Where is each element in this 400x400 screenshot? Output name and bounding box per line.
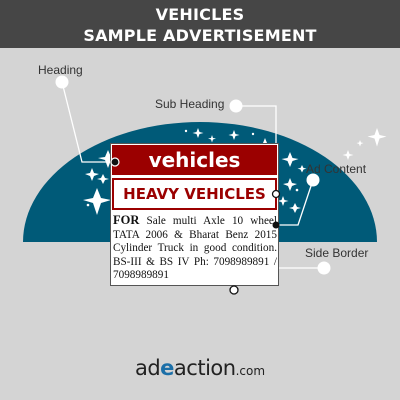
star-icon xyxy=(277,196,289,206)
callout-line-heading xyxy=(61,81,115,163)
star-dot xyxy=(86,203,90,207)
page-header: VEHICLES SAMPLE ADVERTISEMENT xyxy=(0,0,400,48)
callout-dot-side-border xyxy=(317,261,331,275)
star-icon xyxy=(208,135,216,143)
logo-mark-icon: e xyxy=(160,356,174,380)
ad-heading: vehicles xyxy=(112,145,277,175)
star-icon xyxy=(228,130,240,140)
marker-ad-content xyxy=(272,221,280,229)
marker-heading xyxy=(110,157,120,167)
callout-dot-sub-heading xyxy=(229,99,243,113)
callout-dots xyxy=(55,75,331,275)
star-icon xyxy=(85,168,99,181)
callout-label-sub-heading: Sub Heading xyxy=(155,97,225,111)
star-dot xyxy=(184,129,188,133)
header-title: VEHICLES xyxy=(155,5,245,24)
star-icon xyxy=(289,203,301,213)
callout-dot-ad-content xyxy=(306,173,320,187)
sample-ad: vehicles HEAVY VEHICLES FOR Sale multi A… xyxy=(110,143,279,286)
star-icon xyxy=(281,152,299,167)
adeaction-logo: adeaction.com xyxy=(0,356,400,380)
ad-content: FOR Sale multi Axle 10 wheel TATA 2006 &… xyxy=(113,213,277,283)
ad-sub-heading: HEAVY VEHICLES xyxy=(114,180,275,208)
marker-side-border xyxy=(229,285,239,295)
callout-label-ad-content: Ad Content xyxy=(306,162,367,176)
logo-domain: .com xyxy=(235,364,266,378)
star-icon xyxy=(342,150,354,160)
callout-label-heading: Heading xyxy=(38,63,83,77)
star-icon xyxy=(367,128,387,147)
star-dot xyxy=(251,132,255,136)
star-icon xyxy=(97,174,109,184)
ad-content-body: Sale multi Axle 10 wheel TATA 2006 & Bha… xyxy=(113,215,277,282)
star-icon xyxy=(98,150,118,168)
star-icon xyxy=(297,165,307,173)
callout-label-side-border: Side Border xyxy=(305,246,369,260)
star-icon xyxy=(283,178,297,191)
ad-sub-heading-frame: HEAVY VEHICLES xyxy=(112,178,277,210)
callout-dot-heading xyxy=(55,75,69,89)
star-dot xyxy=(295,188,299,192)
marker-sub-heading xyxy=(271,189,281,199)
star-icon xyxy=(83,188,111,215)
logo-suffix: action xyxy=(173,356,236,380)
star-icon xyxy=(192,128,204,138)
star-icon xyxy=(356,140,364,147)
logo-prefix: ad xyxy=(134,356,161,380)
header-subtitle: SAMPLE ADVERTISEMENT xyxy=(83,26,317,45)
callout-line-ad-content xyxy=(276,179,314,226)
ad-content-lead: FOR xyxy=(113,213,140,227)
